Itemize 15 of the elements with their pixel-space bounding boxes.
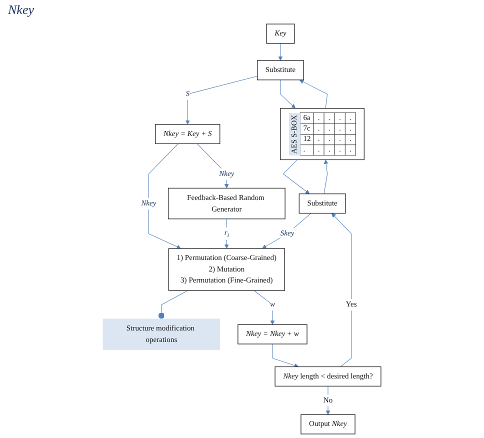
arrow xyxy=(262,212,312,249)
connector xyxy=(158,290,188,320)
data-label: Nkey xyxy=(8,2,34,18)
arrow xyxy=(254,290,275,325)
arrow xyxy=(331,213,352,368)
arrow xyxy=(196,143,229,188)
arrow xyxy=(280,80,296,109)
arrow xyxy=(224,218,229,249)
arrow xyxy=(185,76,258,125)
arrow xyxy=(299,80,328,109)
arrow xyxy=(272,344,299,368)
arrow xyxy=(278,43,283,61)
arrow xyxy=(324,160,328,194)
arrow xyxy=(282,160,310,194)
arrow xyxy=(148,143,182,249)
